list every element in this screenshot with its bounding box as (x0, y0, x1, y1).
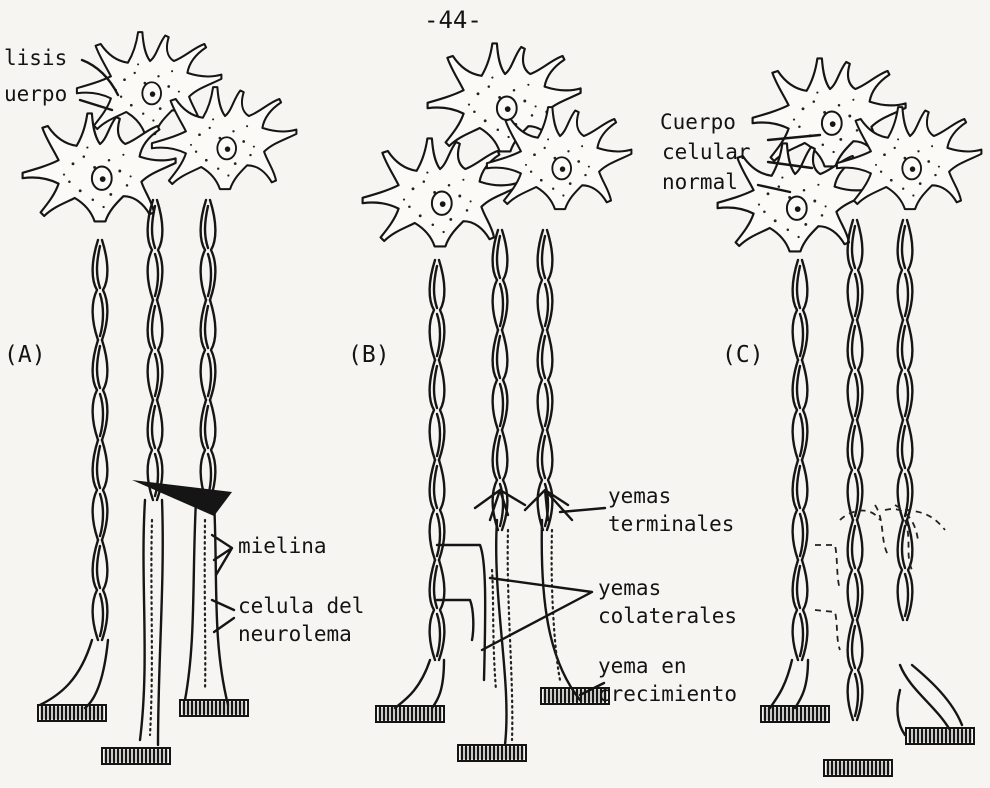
panel-label-a: (A) (4, 344, 46, 367)
label-neurolema: neurolema (238, 624, 352, 645)
panel-label-c: (C) (722, 344, 764, 367)
label-normal: normal (662, 172, 738, 193)
label-yemas-terminales-1: yemas (608, 486, 671, 507)
label-crecimiento: crecimiento (598, 684, 737, 705)
label-yema-en: yema en (598, 656, 687, 677)
label-yemas-terminales-2: terminales (608, 514, 734, 535)
panel-c-drawing (718, 58, 982, 776)
panel-a-drawing (23, 32, 297, 764)
label-lisis: lisis (4, 48, 67, 69)
page-number: -44- (424, 8, 482, 32)
label-celular: celular (662, 142, 751, 163)
label-yemas-colaterales-2: colaterales (598, 606, 737, 627)
panel-label-b: (B) (348, 344, 390, 367)
label-cuerpo: Cuerpo (660, 112, 736, 133)
panel-b-drawing (363, 43, 632, 761)
label-celula-del: celula del (238, 596, 364, 617)
label-yemas-colaterales-1: yemas (598, 578, 661, 599)
label-mielina: mielina (238, 536, 327, 557)
label-cuerpo-partial: uerpo (4, 84, 67, 105)
